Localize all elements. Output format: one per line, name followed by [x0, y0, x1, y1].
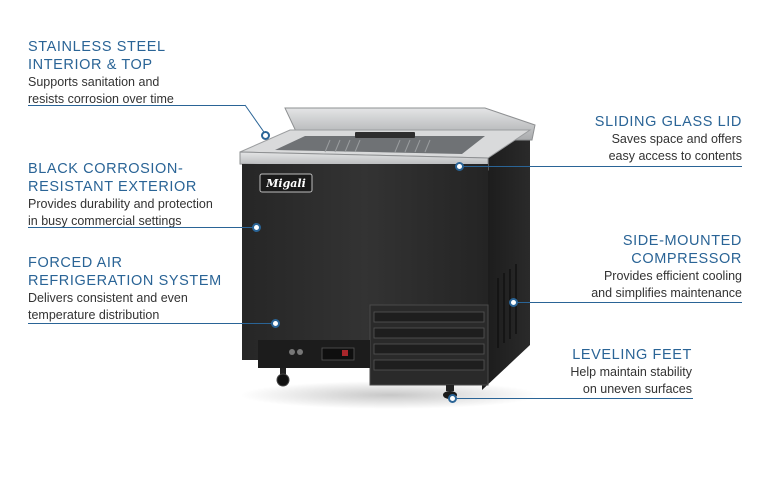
marker-dot-exterior: [252, 223, 261, 232]
callout-stainless-steel: STAINLESS STEEL INTERIOR & TOP Supports …: [28, 38, 248, 108]
louver-slats: [373, 311, 485, 371]
leader-line-leveling: [455, 398, 693, 399]
leader-line-stainless: [28, 105, 245, 106]
callout-description: Provides efficient cooling and simplifie…: [591, 269, 742, 300]
marker-dot-sliding-lid: [455, 162, 464, 171]
marker-dot-compressor: [509, 298, 518, 307]
callout-title: BLACK CORROSION- RESISTANT EXTERIOR: [28, 161, 197, 195]
floor-shadow: [240, 381, 540, 409]
brand-badge: Migali: [259, 173, 313, 193]
callout-description: Delivers consistent and even temperature…: [28, 291, 188, 322]
cabinet-side-panel: [482, 125, 530, 390]
marker-dot-stainless: [261, 131, 270, 140]
callout-title: SIDE-MOUNTED COMPRESSOR: [622, 233, 742, 267]
callout-description: Saves space and offers easy access to co…: [608, 132, 742, 163]
interior-grille: [324, 139, 431, 153]
callout-forced-air: FORCED AIR REFRIGERATION SYSTEM Delivers…: [28, 254, 268, 324]
callout-description: Supports sanitation and resists corrosio…: [28, 75, 174, 106]
callout-description: Help maintain stability on uneven surfac…: [570, 365, 692, 396]
leader-elbow-stainless: [244, 104, 267, 136]
callout-title: STAINLESS STEEL INTERIOR & TOP: [28, 39, 166, 73]
callout-sliding-glass-lid: SLIDING GLASS LID Saves space and offers…: [502, 113, 742, 165]
callout-title: FORCED AIR REFRIGERATION SYSTEM: [28, 255, 222, 289]
leader-line-forced-air: [28, 323, 272, 324]
brand-logo: Migali: [265, 177, 306, 190]
leader-line-exterior: [28, 227, 256, 228]
marker-dot-leveling: [448, 394, 457, 403]
leader-line-sliding-lid: [462, 166, 742, 167]
leader-line-compressor: [516, 302, 742, 303]
callout-title: SLIDING GLASS LID: [594, 114, 742, 130]
caster-left: [276, 368, 290, 387]
lid-handle: [355, 132, 415, 138]
callout-leveling-feet: LEVELING FEET Help maintain stability on…: [452, 346, 692, 398]
interior-opening: [275, 136, 485, 154]
callout-black-exterior: BLACK CORROSION- RESISTANT EXTERIOR Prov…: [28, 160, 268, 230]
callout-description: Provides durability and protection in bu…: [28, 197, 213, 228]
control-panel: [289, 347, 355, 361]
bottle-cooler-illustration: Migali: [239, 107, 540, 409]
callout-title: LEVELING FEET: [572, 347, 692, 363]
marker-dot-forced-air: [271, 319, 280, 328]
callout-side-compressor: SIDE-MOUNTED COMPRESSOR Provides efficie…: [502, 232, 742, 302]
